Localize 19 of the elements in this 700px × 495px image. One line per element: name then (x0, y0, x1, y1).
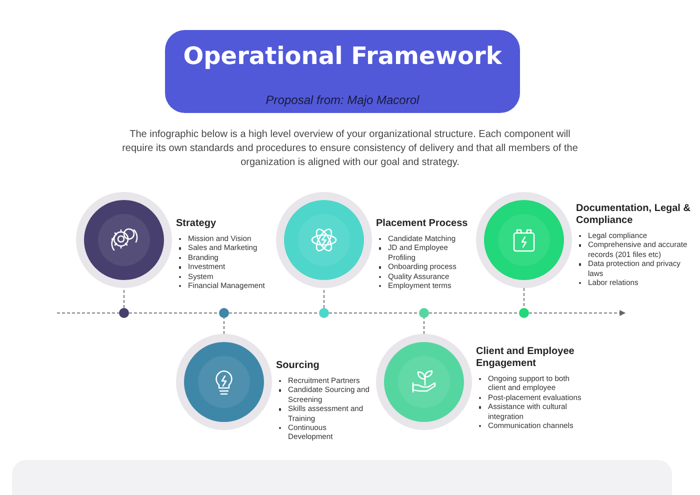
description-paragraph: The infographic below is a high level overview of your organizational structure. Each component will require its own standards and procedures to ensure consistency of delivery and that all members of the organization is aligned with our goal and strategy. (121, 128, 579, 170)
timeline-line (528, 310, 626, 316)
timeline-dot (419, 308, 429, 318)
timeline-line (428, 312, 520, 314)
timeline-line (228, 312, 320, 314)
timeline-line (128, 312, 220, 314)
step-heading: Documentation, Legal & Compliance (576, 203, 692, 227)
timeline-line (56, 312, 120, 314)
timeline-dot (119, 308, 129, 318)
title: Operational Framework (182, 42, 504, 70)
step-heading: Placement Process (376, 218, 469, 230)
step-heading: Sourcing (276, 360, 320, 372)
step-heading: Strategy (176, 218, 218, 230)
timeline-dot (519, 308, 529, 318)
timeline-dot (219, 308, 229, 318)
subtitle: Proposal from: Majo Macorol (264, 93, 420, 107)
step-heading: Client and Employee Engagement (476, 346, 576, 370)
timeline-line (328, 312, 420, 314)
timeline-dot (319, 308, 329, 318)
